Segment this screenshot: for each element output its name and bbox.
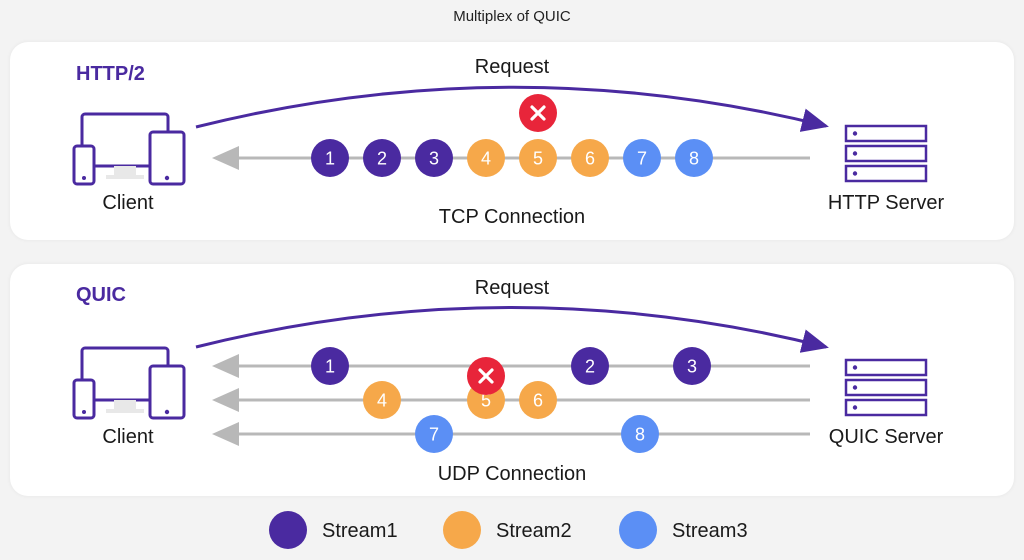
udp-connection-label: UDP Connection: [438, 463, 587, 485]
error-x-icon: [519, 94, 557, 132]
packet-number: 2: [585, 357, 595, 377]
http2-packet-7: 7: [623, 139, 661, 177]
quic-packet-6: 6: [519, 381, 557, 419]
packet-number: 8: [689, 149, 699, 169]
packet-circle: [311, 139, 349, 177]
packet-number: 2: [377, 149, 387, 169]
http2-request-label: Request: [475, 56, 550, 78]
x-glyph: [478, 368, 494, 384]
legend-label: Stream3: [672, 520, 748, 542]
legend-item-stream3: Stream3: [619, 511, 748, 549]
packet-circle: [311, 347, 349, 385]
packet-circle: [623, 139, 661, 177]
http2-packet-2: 2: [363, 139, 401, 177]
http2-packet-5: 5: [519, 139, 557, 177]
quic-client-label: Client: [102, 426, 154, 448]
packet-circle: [571, 139, 609, 177]
quic-client-icon: [72, 346, 186, 420]
legend-item-stream1: Stream1: [269, 511, 398, 549]
http2-packet-4: 4: [467, 139, 505, 177]
packet-number: 4: [377, 391, 387, 411]
packet-number: 8: [635, 425, 645, 445]
packet-number: 1: [325, 357, 335, 377]
quic-packet-3: 3: [673, 347, 711, 385]
error-x-icon: [467, 357, 505, 395]
quic-packet-8: 8: [621, 415, 659, 453]
packet-number: 1: [325, 149, 335, 169]
packet-circle: [467, 139, 505, 177]
http2-client-label: Client: [102, 192, 154, 214]
packet-number: 3: [429, 149, 439, 169]
legend-label: Stream1: [322, 520, 398, 542]
quic-packet-4: 4: [363, 381, 401, 419]
packet-circle: [675, 139, 713, 177]
legend-item-stream2: Stream2: [443, 511, 572, 549]
http2-server-icon: [844, 124, 928, 183]
http2-packet-3: 3: [415, 139, 453, 177]
packet-circle: [519, 381, 557, 419]
packet-number: 7: [429, 425, 439, 445]
packet-circle: [621, 415, 659, 453]
quic-label: QUIC: [76, 284, 126, 306]
packet-number: 5: [481, 391, 491, 411]
packet-number: 7: [637, 149, 647, 169]
http2-request-arrow: [195, 85, 829, 132]
packet-number: 6: [585, 149, 595, 169]
legend-label: Stream2: [496, 520, 572, 542]
legend-swatch: [443, 511, 481, 549]
packet-circle: [363, 139, 401, 177]
http2-server-label: HTTP Server: [828, 192, 945, 214]
packet-number: 4: [481, 149, 491, 169]
quic-packet-1: 1: [311, 347, 349, 385]
packet-circle: [673, 347, 711, 385]
legend-swatch: [619, 511, 657, 549]
packet-circle: [519, 139, 557, 177]
x-glyph: [530, 105, 546, 121]
http2-client-icon: [72, 112, 186, 186]
quic-packet-7: 7: [415, 415, 453, 453]
packet-circle: [571, 347, 609, 385]
packet-circle: [415, 139, 453, 177]
http2-label: HTTP/2: [76, 63, 145, 85]
http2-packet-1: 1: [311, 139, 349, 177]
packet-number: 5: [533, 149, 543, 169]
quic-server-icon: [844, 358, 928, 417]
legend: Stream1 Stream2 Stream3: [269, 511, 748, 549]
packet-number: 3: [687, 357, 697, 377]
http2-packet-8: 8: [675, 139, 713, 177]
packet-number: 6: [533, 391, 543, 411]
packet-circle: [363, 381, 401, 419]
packet-circle: [415, 415, 453, 453]
quic-packets: 1 2 3 4 5 6 7 8: [311, 347, 711, 453]
legend-swatch: [269, 511, 307, 549]
quic-request-arrow: [195, 306, 829, 353]
quic-server-label: QUIC Server: [829, 426, 944, 448]
tcp-connection-label: TCP Connection: [439, 206, 585, 228]
quic-request-label: Request: [475, 277, 550, 299]
http2-packets: 1 2 3 4 5 6 7 8: [311, 94, 713, 177]
diagram-title: Multiplex of QUIC: [453, 8, 571, 25]
quic-packet-2: 2: [571, 347, 609, 385]
http2-packet-6: 6: [571, 139, 609, 177]
